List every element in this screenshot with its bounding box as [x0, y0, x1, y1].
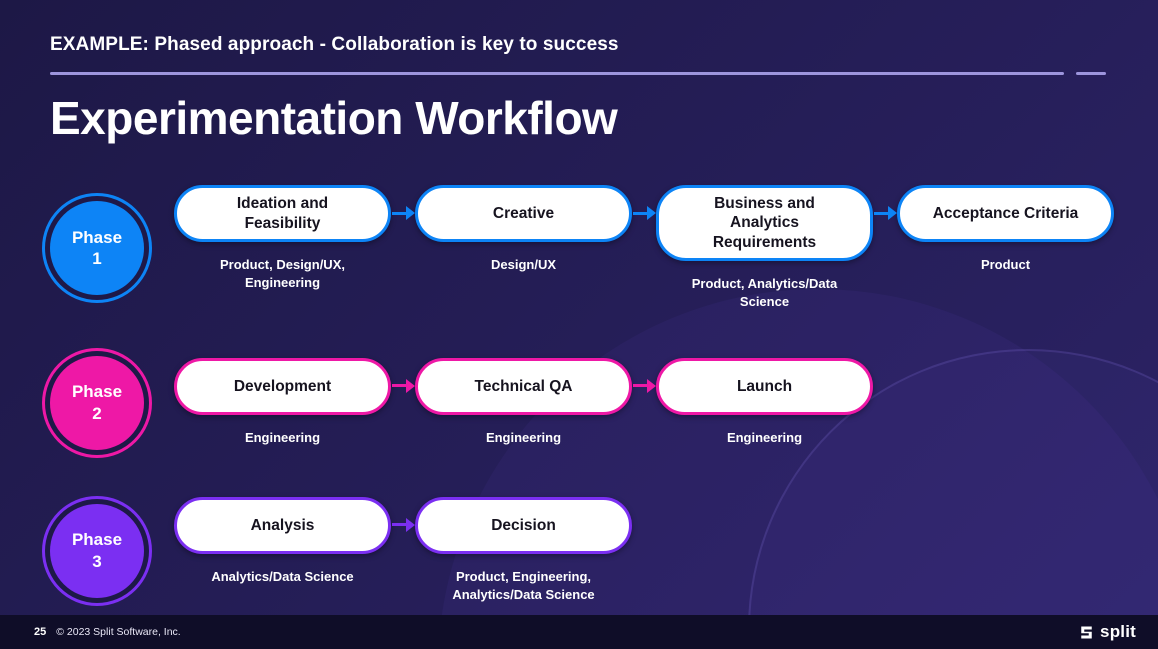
arrow-right-icon [873, 206, 897, 220]
step-pill: Ideation and Feasibility [174, 185, 391, 242]
slide-header: EXAMPLE: Phased approach - Collaboration… [0, 0, 1158, 145]
split-logo-text: split [1100, 622, 1136, 641]
step-team-label: Engineering [244, 429, 321, 445]
workflow-step: Development Engineering [174, 357, 391, 447]
step-team-label: Analytics/Data Science [211, 568, 354, 584]
phase-3-row: Phase 3 Analysis Analytics/Data Science … [40, 494, 1158, 608]
step-team-label: Product, Engineering, Analytics/Data Sci… [452, 568, 595, 602]
phase-badge-number: 1 [92, 249, 102, 269]
phase-badge-number: 2 [92, 403, 102, 423]
split-logo-icon [1079, 625, 1094, 640]
step-team-label: Product, Analytics/Data Science [691, 276, 838, 310]
phase-1-badge: Phase 1 [50, 201, 144, 296]
step-team-label: Engineering [485, 429, 562, 445]
phase-2-row: Phase 2 Development Engineering Technica… [40, 346, 1158, 460]
arrow-right-icon [632, 206, 656, 220]
step-pill: Development [174, 357, 391, 415]
arrow-right-icon [391, 517, 415, 532]
workflow-step: Acceptance Criteria Product [897, 185, 1114, 274]
phase-1-steps: Ideation and Feasibility Product, Design… [174, 185, 1114, 312]
arrow-right-icon [391, 206, 415, 220]
phase-badge-number: 3 [92, 551, 102, 571]
workflow-step: Creative Design/UX [415, 185, 632, 274]
footer-bar: 25 © 2023 Split Software, Inc. split [0, 615, 1158, 649]
arrow-right-icon [632, 378, 656, 393]
header-divider [50, 72, 1106, 75]
workflow-step: Technical QA Engineering [415, 357, 632, 447]
phase-3-badge: Phase 3 [50, 503, 144, 598]
phase-1-row: Phase 1 Ideation and Feasibility Product… [40, 185, 1158, 312]
step-pill: Technical QA [415, 357, 632, 415]
phase-3-steps: Analysis Analytics/Data Science Decision… [174, 496, 632, 604]
step-pill: Acceptance Criteria [897, 185, 1114, 242]
workflow-step: Launch Engineering [656, 357, 873, 447]
step-pill: Launch [656, 357, 873, 415]
footer-left: 25 © 2023 Split Software, Inc. [34, 626, 181, 638]
step-team-label: Design/UX [490, 257, 556, 272]
workflow-diagram: Phase 1 Ideation and Feasibility Product… [40, 185, 1158, 608]
step-team-label: Engineering [726, 429, 803, 445]
workflow-step: Decision Product, Engineering, Analytics… [415, 496, 632, 604]
step-team-label: Product, Design/UX, Engineering [220, 257, 345, 291]
workflow-step: Business and Analytics Requirements Prod… [656, 185, 873, 312]
step-pill: Analysis [174, 496, 391, 554]
divider-dash [1076, 72, 1106, 75]
slide-kicker: EXAMPLE: Phased approach - Collaboration… [50, 34, 619, 55]
step-pill: Creative [415, 185, 632, 242]
arrow-right-icon [391, 378, 415, 393]
phase-badge-label: Phase [71, 382, 123, 402]
workflow-step: Analysis Analytics/Data Science [174, 496, 391, 586]
copyright-text: © 2023 Split Software, Inc. [56, 626, 181, 638]
page-number: 25 [34, 626, 47, 638]
step-pill: Decision [415, 496, 632, 554]
phase-badge-label: Phase [71, 530, 123, 550]
divider-line [50, 72, 1064, 75]
step-pill: Business and Analytics Requirements [656, 185, 873, 262]
step-team-label: Product [980, 257, 1031, 272]
page-title: Experimentation Workflow [50, 92, 618, 144]
workflow-step: Ideation and Feasibility Product, Design… [174, 185, 391, 292]
split-logo: split [1079, 622, 1136, 642]
phase-badge-label: Phase [71, 228, 123, 247]
phase-2-steps: Development Engineering Technical QA Eng… [174, 357, 873, 447]
phase-2-badge: Phase 2 [50, 355, 144, 450]
